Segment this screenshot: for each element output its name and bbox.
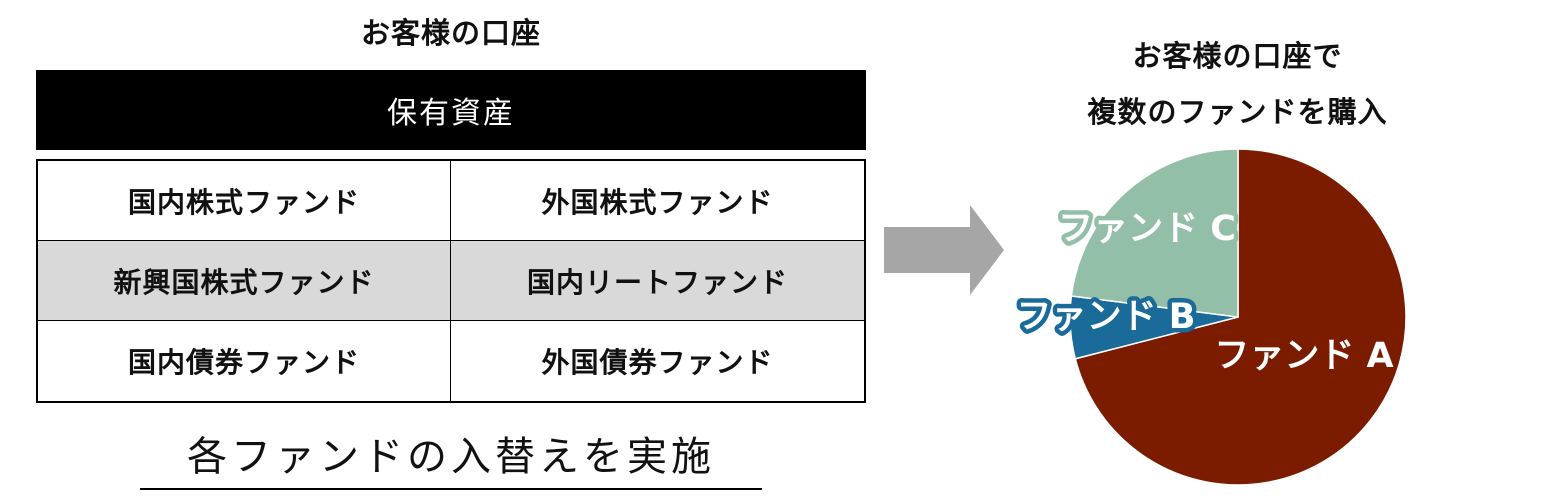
right-title: お客様の口座で 複数のファンドを購入 xyxy=(1000,28,1475,140)
rebalance-caption: 各ファンドの入替えを実施 xyxy=(140,424,762,490)
right-arrow-icon xyxy=(884,205,1004,295)
fund-cell-domestic-reit: 国内リートファンド xyxy=(451,241,864,321)
pie-label-fund-a: ファンド A xyxy=(1214,336,1393,376)
pie-label-fund-c: ファンド C xyxy=(1058,209,1236,249)
fund-cell-foreign-bond: 外国債券ファンド xyxy=(541,346,774,379)
left-title: お客様の口座 xyxy=(360,16,541,50)
right-arrow-shape xyxy=(884,205,1004,295)
fund-cell-foreign-stock: 外国株式ファンド xyxy=(451,161,864,241)
holdings-header-label: 保有資産 xyxy=(387,96,515,131)
fund-cell-domestic-stock: 国内株式ファンド xyxy=(38,161,451,241)
pie-label-fund-b: ファンド B xyxy=(1017,297,1196,337)
holdings-header: 保有資産 xyxy=(36,70,866,150)
right-title-line2: 複数のファンドを購入 xyxy=(1087,95,1388,129)
pie-slice-fund-a xyxy=(1074,148,1407,486)
right-title-line1: お客様の口座で xyxy=(1132,39,1343,73)
fund-cell-emerging-stock: 新興国株式ファンド xyxy=(38,241,451,321)
fund-table: 国内株式ファンド 外国株式ファンド 新興国株式ファンド 国内リートファンド 国内… xyxy=(36,159,866,403)
fund-cell-domestic-bond: 国内債券ファンド xyxy=(38,321,451,401)
pie-slice-fund-c xyxy=(1070,148,1239,318)
